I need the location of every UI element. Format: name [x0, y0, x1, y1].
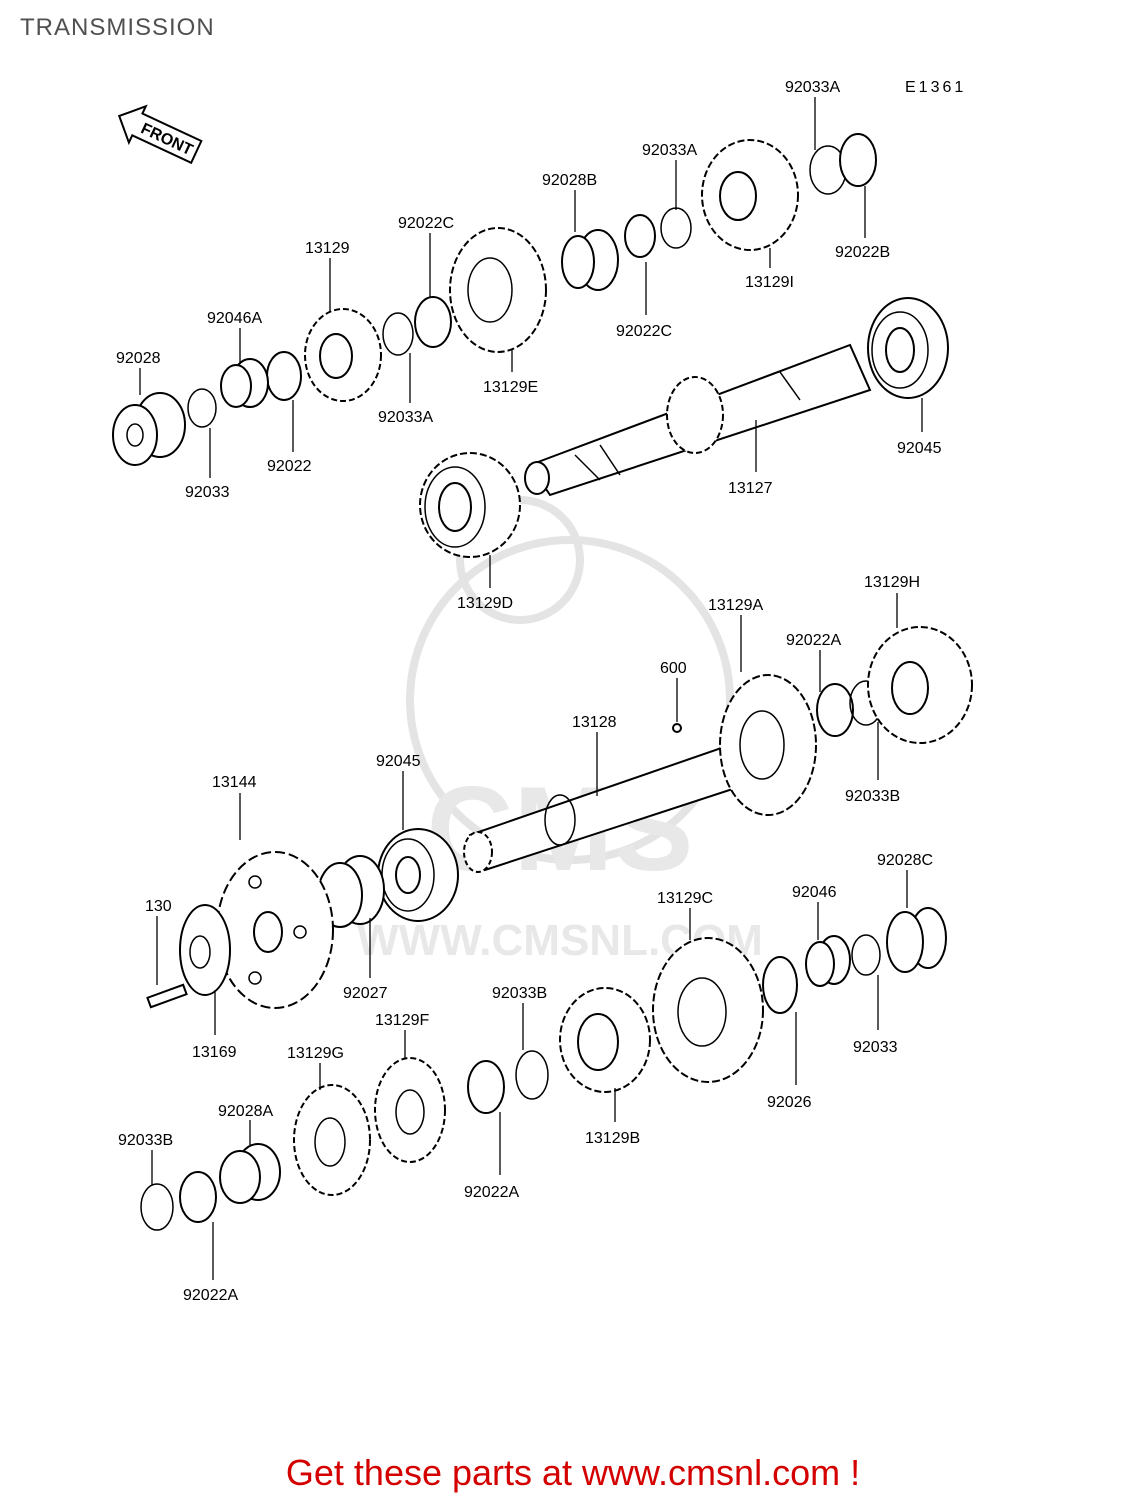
bolt-130 — [146, 983, 188, 1009]
footer-link[interactable]: Get these parts at www.cmsnl.com ! — [285, 1452, 861, 1493]
label-13129I: 13129I — [745, 274, 794, 291]
gear-13129D — [419, 452, 521, 558]
needle-bearing-92046 — [805, 935, 851, 987]
plate-13169 — [179, 904, 231, 996]
label-92046: 92046 — [792, 884, 837, 901]
collar-92028C — [886, 907, 947, 973]
label-92027: 92027 — [343, 985, 388, 1002]
label-92022C-right: 92022C — [616, 323, 672, 340]
label-92033A-mid: 92033A — [642, 142, 697, 159]
label-92033-right: 92033 — [853, 1039, 898, 1056]
part-labels: 92033A 92022B 92033A 13129I 92028B 92022… — [116, 79, 942, 1304]
front-arrow-icon: FRONT — [117, 104, 203, 165]
label-13144: 13144 — [212, 774, 257, 791]
washer-92022C-right — [624, 214, 656, 258]
bush-92028B — [561, 229, 619, 291]
gear-13129A — [719, 674, 817, 816]
gear-on-shaft-13127 — [666, 376, 724, 454]
gear-13129E — [449, 227, 547, 353]
label-13129H: 13129H — [864, 574, 920, 591]
circlip-92033-right — [851, 934, 881, 976]
label-92022B: 92022B — [835, 244, 890, 261]
label-13129F: 13129F — [375, 1012, 429, 1029]
label-92033A-low: 92033A — [378, 409, 433, 426]
label-92022A-mid: 92022A — [464, 1184, 519, 1201]
label-130: 130 — [145, 898, 172, 915]
needle-bearing-92046A — [220, 358, 269, 408]
washer-92022A-mid — [467, 1060, 505, 1114]
label-13169: 13169 — [192, 1044, 237, 1061]
label-92022A-top: 92022A — [786, 632, 841, 649]
label-13129: 13129 — [305, 240, 350, 257]
label-13128: 13128 — [572, 714, 617, 731]
label-92045-top: 92045 — [897, 440, 942, 457]
gear-13129F — [374, 1057, 446, 1163]
bush-92028A — [219, 1143, 281, 1204]
washer-92026 — [762, 956, 798, 1014]
label-92028C: 92028C — [877, 852, 933, 869]
label-92033B-right: 92033B — [845, 788, 900, 805]
washer-92022B — [839, 133, 877, 187]
label-13129C: 13129C — [657, 890, 713, 907]
label-13129A: 13129A — [708, 597, 763, 614]
label-92022A-bottom: 92022A — [183, 1287, 238, 1304]
label-92045-mid: 92045 — [376, 753, 421, 770]
label-92028B: 92028B — [542, 172, 597, 189]
circlip-92033B-mid — [515, 1050, 549, 1100]
circlip-92033A-mid — [660, 207, 692, 249]
washer-92022 — [266, 351, 302, 401]
label-92022: 92022 — [267, 458, 312, 475]
label-92033: 92033 — [185, 484, 230, 501]
label-92046A: 92046A — [207, 310, 262, 327]
gear-13129B — [559, 987, 651, 1093]
label-600: 600 — [660, 660, 687, 677]
gear-13129G — [293, 1084, 371, 1196]
ball-600 — [672, 723, 682, 733]
label-13129E: 13129E — [483, 379, 538, 396]
label-92033B-mid: 92033B — [492, 985, 547, 1002]
washer-92022C-left — [414, 296, 452, 348]
washer-92022A-top — [816, 683, 854, 737]
gear-13129H — [867, 626, 973, 744]
gear-13129C — [652, 937, 764, 1083]
label-13129D: 13129D — [457, 595, 513, 612]
circlip-92033 — [187, 388, 217, 428]
bearing-92045-mid — [377, 828, 459, 922]
label-92022C-left: 92022C — [398, 215, 454, 232]
bearing-92045-top — [867, 297, 949, 399]
label-92033A-top: 92033A — [785, 79, 840, 96]
figure-code: E1361 — [905, 79, 966, 96]
gear-13129I — [701, 139, 799, 251]
label-13127: 13127 — [728, 480, 773, 497]
gear-13129 — [304, 308, 382, 402]
page-title: TRANSMISSION — [20, 14, 215, 41]
circlip-92033B-left — [140, 1183, 174, 1231]
label-13129G: 13129G — [287, 1045, 344, 1062]
label-13129B: 13129B — [585, 1130, 640, 1147]
washer-92022A-bottom — [179, 1171, 217, 1223]
label-92033B-left: 92033B — [118, 1132, 173, 1149]
label-92028: 92028 — [116, 350, 161, 367]
leader-lines — [139, 97, 923, 1280]
collar-92028 — [112, 392, 186, 466]
sprocket-13144 — [216, 851, 334, 1009]
label-92028A: 92028A — [218, 1103, 273, 1120]
circlip-92033A-low — [382, 312, 414, 356]
label-92026: 92026 — [767, 1094, 812, 1111]
